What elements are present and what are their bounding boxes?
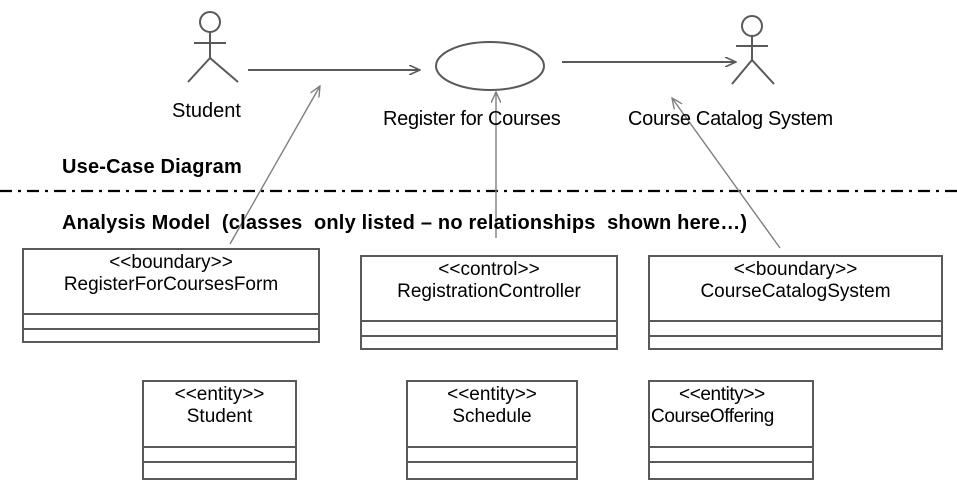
class-register-for-courses-form: <<boundary>> RegisterForCoursesForm — [22, 248, 320, 343]
class-student-entity: <<entity>> Student — [142, 380, 297, 480]
class-operations-compartment — [408, 461, 576, 476]
use-case-label: Register for Courses — [383, 108, 561, 130]
register-for-courses-use-case — [435, 41, 545, 91]
class-stereotype: <<boundary>> — [109, 252, 233, 273]
course-catalog-actor-label: Course Catalog System — [628, 108, 833, 130]
class-operations-compartment — [144, 461, 295, 476]
trace-form-to-student — [229, 86, 320, 245]
use-case-diagram-title: Use-Case Diagram — [62, 156, 242, 178]
class-attributes-compartment — [650, 320, 941, 335]
class-name: Schedule — [452, 406, 532, 427]
class-attributes-compartment — [362, 320, 616, 335]
class-name: Student — [186, 406, 253, 427]
class-operations-compartment — [362, 335, 616, 350]
student-actor-figure — [187, 11, 239, 83]
class-header: <<boundary>> RegisterForCoursesForm — [24, 250, 318, 313]
class-operations-compartment — [24, 328, 318, 343]
class-stereotype: <<control>> — [438, 259, 540, 280]
class-name: RegistrationController — [397, 281, 581, 302]
class-header: <<control>> RegistrationController — [362, 257, 616, 320]
student-actor-label: Student — [172, 100, 241, 122]
course-catalog-actor-figure — [731, 15, 775, 85]
trace-catalog-to-actor — [672, 98, 781, 249]
class-stereotype: <<entity>> — [447, 384, 537, 405]
class-header: <<entity>> Student — [144, 382, 295, 446]
class-stereotype: <<boundary>> — [733, 259, 858, 280]
class-attributes-compartment — [650, 446, 812, 461]
class-course-catalog-system: <<boundary>> CourseCatalogSystem — [648, 255, 943, 350]
class-header: <<entity>> CourseOffering — [650, 382, 812, 446]
class-stereotype: <<entity>> — [174, 384, 265, 405]
class-course-offering-entity: <<entity>> CourseOffering — [648, 380, 814, 480]
class-attributes-compartment — [24, 313, 318, 328]
class-schedule-entity: <<entity>> Schedule — [406, 380, 578, 480]
analysis-model-title: Analysis Model (classes only listed – no… — [62, 212, 748, 234]
class-name: RegisterForCoursesForm — [63, 274, 279, 295]
class-operations-compartment — [650, 335, 941, 350]
class-attributes-compartment — [408, 446, 576, 461]
class-name: CourseCatalogSystem — [700, 281, 891, 302]
class-stereotype: <<entity>> — [679, 384, 765, 405]
class-operations-compartment — [650, 461, 812, 476]
class-registration-controller: <<control>> RegistrationController — [360, 255, 618, 350]
class-header: <<boundary>> CourseCatalogSystem — [650, 257, 941, 320]
class-name: CourseOffering — [651, 406, 774, 427]
class-attributes-compartment — [144, 446, 295, 461]
class-header: <<entity>> Schedule — [408, 382, 576, 446]
